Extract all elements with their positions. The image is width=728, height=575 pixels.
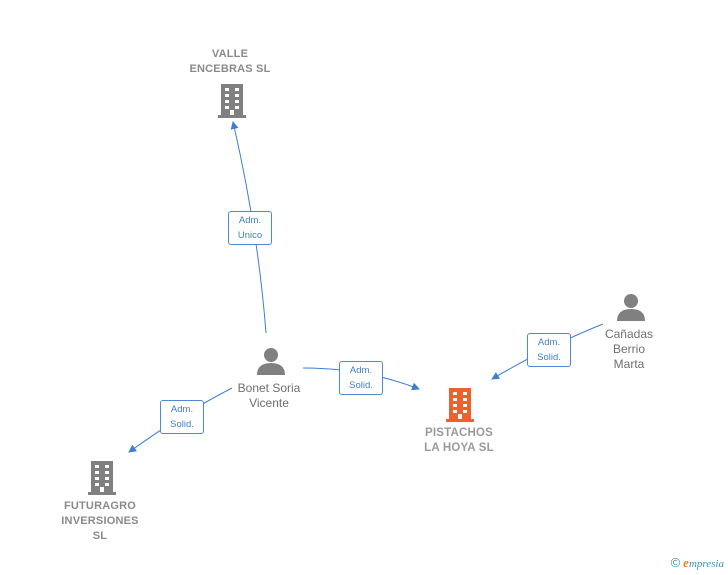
edge-label-line1: Adm. [537, 337, 561, 348]
person-icon[interactable] [617, 294, 645, 321]
edge-label-bonet-futuragro: Adm. Solid. [160, 400, 204, 434]
copyright-icon: © [670, 555, 681, 570]
company-label-futuragro[interactable]: FUTURAGRO INVERSIONES SL [61, 500, 139, 542]
empresia-copyright[interactable]: ©empresia [671, 555, 724, 571]
edge-label-line2: Solid. [349, 380, 373, 391]
edge-label-bonet-valle: Adm. Unico [228, 211, 272, 245]
edge-label-line1: Adm. [170, 404, 194, 415]
edge-label-canadas-pistachos: Adm. Solid. [527, 333, 571, 367]
company-label-valle[interactable]: VALLE ENCEBRAS SL [189, 48, 271, 75]
person-icon[interactable] [257, 348, 285, 375]
building-icon[interactable] [88, 461, 116, 495]
company-label-pistachos[interactable]: PISTACHOS LA HOYA SL [424, 427, 494, 454]
edge-label-line2: Unico [237, 230, 263, 241]
building-icon[interactable] [446, 388, 474, 422]
empresia-logo-text: mpresia [688, 558, 724, 570]
edge-label-line2: Solid. [170, 419, 194, 430]
empresia-logo-initial: e [683, 555, 689, 570]
edge-label-line2: Solid. [537, 352, 561, 363]
edge-label-bonet-pistachos: Adm. Solid. [339, 361, 383, 395]
edge-label-line1: Adm. [349, 365, 373, 376]
building-icon[interactable] [218, 84, 246, 118]
person-label-canadas[interactable]: Cañadas Berrio Marta [604, 327, 654, 371]
edge-label-line1: Adm. [238, 215, 262, 226]
person-label-bonet[interactable]: Bonet Soria Vicente [237, 381, 301, 410]
